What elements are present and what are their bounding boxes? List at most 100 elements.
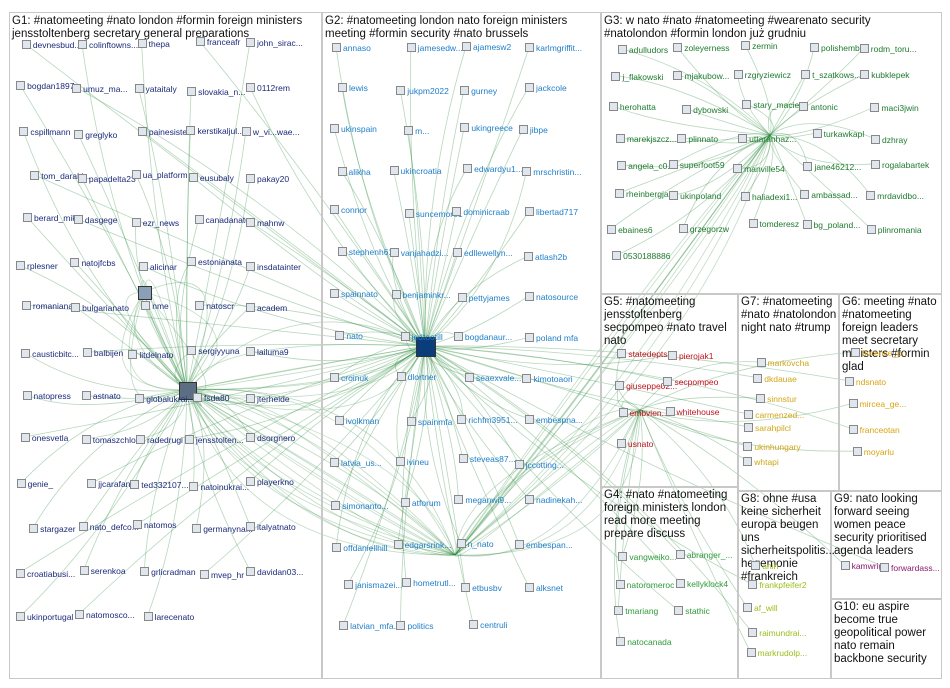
node-jedtootill[interactable] [401,332,410,341]
node-yataitaly[interactable] [135,84,144,93]
node-germanyna-[interactable] [192,524,201,533]
node-jackcole[interactable] [525,83,534,92]
node-grzegorzw[interactable] [679,224,688,233]
node-j-flakowski[interactable] [611,72,620,81]
node-dlortner[interactable] [397,372,406,381]
node-etbusbv[interactable] [461,583,470,592]
node-natosource[interactable] [525,292,534,301]
node-astnato[interactable] [82,391,91,400]
node-kellyklock4[interactable] [676,579,685,588]
node-forwardass-[interactable] [880,563,889,572]
node-balbijen[interactable] [83,348,92,357]
node-mvep-hr[interactable] [200,570,209,579]
node-edwardyu1-[interactable] [463,164,472,173]
node-natopress[interactable] [23,391,32,400]
node-markrudolp-[interactable] [747,648,756,657]
node-antonic[interactable] [799,102,808,111]
node-karlmgriffit-[interactable] [525,43,534,52]
node-dasgege[interactable] [74,215,83,224]
node-ted332107-[interactable] [130,480,139,489]
node-centruli[interactable] [469,620,478,629]
node-kimotoaori[interactable] [522,374,531,383]
node-italyatnato[interactable] [246,522,255,531]
node-vanjahadzi-[interactable] [390,248,399,257]
node-dominicraab[interactable] [452,207,461,216]
node-libertad717[interactable] [525,207,534,216]
node-haliadexi1-[interactable] [741,192,750,201]
node-tom-daraki-[interactable] [30,171,39,180]
node-ukinspain[interactable] [330,124,339,133]
node-canadanato[interactable] [195,215,204,224]
node-edllewellyn-[interactable] [453,248,462,257]
node-embespna-[interactable] [525,415,534,424]
node-stephenh61[interactable] [338,247,347,256]
node-manville54[interactable] [733,164,742,173]
node-turkawkapl[interactable] [813,129,822,138]
node-kubklepek[interactable] [860,70,869,79]
node-gurney[interactable] [460,86,469,95]
node-ivolkman[interactable] [335,416,344,425]
node-ukinhungary[interactable] [743,442,752,451]
node-adulludors[interactable] [618,45,627,54]
node-insdatainter[interactable] [246,262,255,271]
node-herohatta[interactable] [609,102,618,111]
node-offdaniellhill[interactable] [332,543,341,552]
node-franceotan[interactable] [849,425,858,434]
node-atforum[interactable] [401,498,410,507]
node-pakay20[interactable] [246,174,255,183]
node-causticbitc-[interactable] [21,349,30,358]
node-connor[interactable] [330,205,339,214]
node-ezr-news[interactable] [132,218,141,227]
node-rogalabartek[interactable] [871,160,880,169]
node-carmenzed-[interactable] [744,410,753,419]
node-latvian-mfa-[interactable] [339,621,348,630]
node-marekjszcz-[interactable] [616,134,625,143]
node-jamesedw-[interactable] [407,43,416,52]
node-suncemore1[interactable] [405,209,414,218]
node-natojfcbs[interactable] [70,258,79,267]
node-croatiabusi-[interactable] [16,569,25,578]
node-cspillmann[interactable] [19,127,28,136]
node-nato-defco-[interactable] [79,522,88,531]
node-uttaranhaz-[interactable] [738,134,747,143]
node-statedepts-[interactable] [617,349,626,358]
node-genie-[interactable] [17,479,26,488]
node-embvien-[interactable] [619,408,628,417]
node-sergiyyuna[interactable] [187,346,196,355]
node-bulgarianato[interactable] [71,303,80,312]
node-estonianata[interactable] [187,257,196,266]
node-jjcarafano[interactable] [87,479,96,488]
node-jterheide[interactable] [246,394,255,403]
node-franceafr[interactable] [196,37,205,46]
node-zermin[interactable] [741,41,750,50]
node-davidan03-[interactable] [246,567,255,576]
node-t-szatkows-[interactable] [801,70,810,79]
node-ivineu[interactable] [396,457,405,466]
node-jukpm2022[interactable] [396,86,405,95]
node-dybowski[interactable] [682,105,691,114]
node-mahnw[interactable] [246,218,255,227]
node-embespan-[interactable] [515,540,524,549]
node-zoleyerness[interactable] [673,43,682,52]
node-bogdanaur-[interactable] [454,332,463,341]
node-edgarsrink-[interactable] [394,540,403,549]
node-ukinpoland[interactable] [669,191,678,200]
node-croinuk[interactable] [330,373,339,382]
node-alikha[interactable] [338,167,347,176]
node-w-vi-wae-[interactable] [242,127,251,136]
node-jccotting-[interactable] [515,460,524,469]
node-benjaminkr-[interactable] [392,290,401,299]
node-nato[interactable] [335,331,344,340]
node-spainmfa[interactable] [407,417,416,426]
node-natomosco-[interactable] [75,610,84,619]
node-colinftowns-[interactable] [78,40,87,49]
node-secpompeo[interactable] [663,377,672,386]
node-natocanada[interactable] [616,637,625,646]
node-plinromania[interactable] [867,225,876,234]
node-0530188886[interactable] [612,251,621,260]
node-rheinbergja-[interactable] [615,189,624,198]
node-n-nato[interactable] [457,539,466,548]
node-greglyko[interactable] [74,130,83,139]
node-jane46212-[interactable] [803,162,812,171]
node-maci3jwin[interactable] [870,103,879,112]
